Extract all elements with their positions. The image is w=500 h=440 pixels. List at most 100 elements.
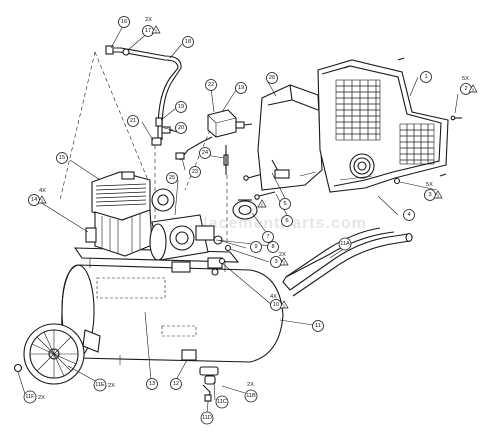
- callout-17: 17: [142, 25, 154, 37]
- svg-text:11F: 11F: [25, 394, 35, 400]
- wheel: [13, 323, 85, 385]
- svg-text:!: !: [155, 29, 157, 34]
- callout-19a: 19: [175, 101, 187, 113]
- svg-text:26: 26: [269, 75, 275, 81]
- callout-20: 20: [175, 122, 187, 134]
- svg-text:16: 16: [121, 19, 127, 25]
- qty-3a: 5X: [426, 182, 433, 188]
- svg-text:25: 25: [169, 175, 175, 181]
- svg-text:7: 7: [266, 234, 269, 240]
- callout-9: 9: [250, 241, 262, 253]
- svg-text:!: !: [472, 88, 474, 93]
- svg-text:5: 5: [283, 201, 286, 207]
- outer-cover: [317, 57, 449, 193]
- callout-10: 10: [270, 299, 282, 311]
- svg-text:3: 3: [274, 259, 277, 265]
- svg-text:!: !: [283, 304, 285, 309]
- svg-text:23: 23: [192, 169, 198, 175]
- callout-18: 18: [182, 36, 194, 48]
- callout-13: 13: [146, 378, 158, 390]
- svg-text:17: 17: [145, 28, 151, 34]
- callout-8: 8: [267, 241, 279, 253]
- svg-text:8: 8: [271, 244, 274, 250]
- svg-text:19: 19: [238, 85, 244, 91]
- callout-6: 6: [281, 215, 293, 227]
- svg-text:!: !: [261, 203, 263, 208]
- qty-3b: 2X: [279, 252, 286, 258]
- callout-5: 5: [279, 198, 291, 210]
- svg-text:1: 1: [424, 74, 427, 80]
- svg-text:!: !: [41, 199, 43, 204]
- warning-icon: !: [468, 84, 478, 93]
- svg-text:11C: 11C: [217, 399, 227, 405]
- svg-text:13: 13: [149, 381, 155, 387]
- callout-21: 21: [127, 115, 139, 127]
- svg-text:2: 2: [464, 86, 467, 92]
- warning-icon: !: [279, 257, 289, 266]
- svg-text:11: 11: [315, 323, 321, 329]
- compressor-pump: [85, 171, 153, 257]
- callout-12: 12: [170, 378, 182, 390]
- callout-11c: 11C: [215, 395, 229, 409]
- qty-11f: 2X: [38, 395, 45, 401]
- qty-17: 2X: [145, 17, 152, 23]
- outlet-tube: [105, 45, 182, 140]
- callout-15: 15: [56, 152, 68, 164]
- shroud-inner: [257, 84, 323, 191]
- svg-text:24: 24: [202, 150, 208, 156]
- fan-pulley: [232, 199, 258, 220]
- svg-text:6: 6: [285, 218, 288, 224]
- svg-text:20: 20: [178, 125, 184, 131]
- air-tank: [61, 264, 284, 365]
- warning-icon: !: [279, 300, 289, 309]
- svg-text:3: 3: [428, 192, 431, 198]
- svg-text:!: !: [437, 194, 439, 199]
- callout-11b: 11B: [244, 389, 258, 403]
- qty-11b: 2X: [247, 382, 254, 388]
- callout-4: 4: [403, 209, 415, 221]
- svg-text:9: 9: [254, 244, 257, 250]
- check-valve-fittings: [151, 117, 179, 146]
- warning-icon: !: [151, 25, 161, 34]
- callout-2: 2: [460, 83, 472, 95]
- warning-icon: !: [433, 190, 443, 199]
- pressure-switch: [171, 257, 223, 276]
- switch-box: [175, 109, 253, 175]
- callout-7: 7: [262, 231, 274, 243]
- callout-26: 26: [266, 72, 278, 84]
- svg-text:!: !: [283, 261, 285, 266]
- callout-1: 1: [420, 71, 432, 83]
- warning-icon: !: [37, 195, 47, 204]
- callout-22: 22: [205, 79, 217, 91]
- callout-11d: 11D: [200, 411, 214, 425]
- svg-text:21: 21: [130, 118, 136, 124]
- callout-3a: 3: [424, 189, 436, 201]
- callout-11e: 11E: [93, 378, 107, 392]
- handle: [282, 227, 413, 297]
- svg-text:19: 19: [178, 104, 184, 110]
- qty-2: 5X: [462, 76, 469, 82]
- svg-text:22: 22: [208, 82, 214, 88]
- svg-text:10: 10: [273, 302, 279, 308]
- tank-legs: [82, 329, 219, 403]
- qty-10: 4X: [270, 294, 277, 300]
- qty-11e: 2X: [108, 383, 115, 389]
- svg-text:14: 14: [31, 197, 37, 203]
- svg-text:12: 12: [173, 381, 179, 387]
- motor: [149, 188, 223, 261]
- svg-text:11B: 11B: [246, 393, 256, 399]
- callout-11a: 11A: [338, 237, 352, 251]
- svg-text:11D: 11D: [202, 415, 212, 421]
- svg-text:11A: 11A: [340, 241, 350, 247]
- svg-text:4: 4: [407, 212, 410, 218]
- callout-24: 24: [199, 147, 211, 159]
- svg-text:18: 18: [185, 39, 191, 45]
- svg-text:11E: 11E: [95, 382, 105, 388]
- screws: [218, 115, 462, 265]
- callout-14: 14: [28, 194, 40, 206]
- callout-11: 11: [312, 320, 324, 332]
- callout-3b: 3: [270, 256, 282, 268]
- callout-11f: 11F: [23, 390, 37, 404]
- svg-text:15: 15: [59, 155, 65, 161]
